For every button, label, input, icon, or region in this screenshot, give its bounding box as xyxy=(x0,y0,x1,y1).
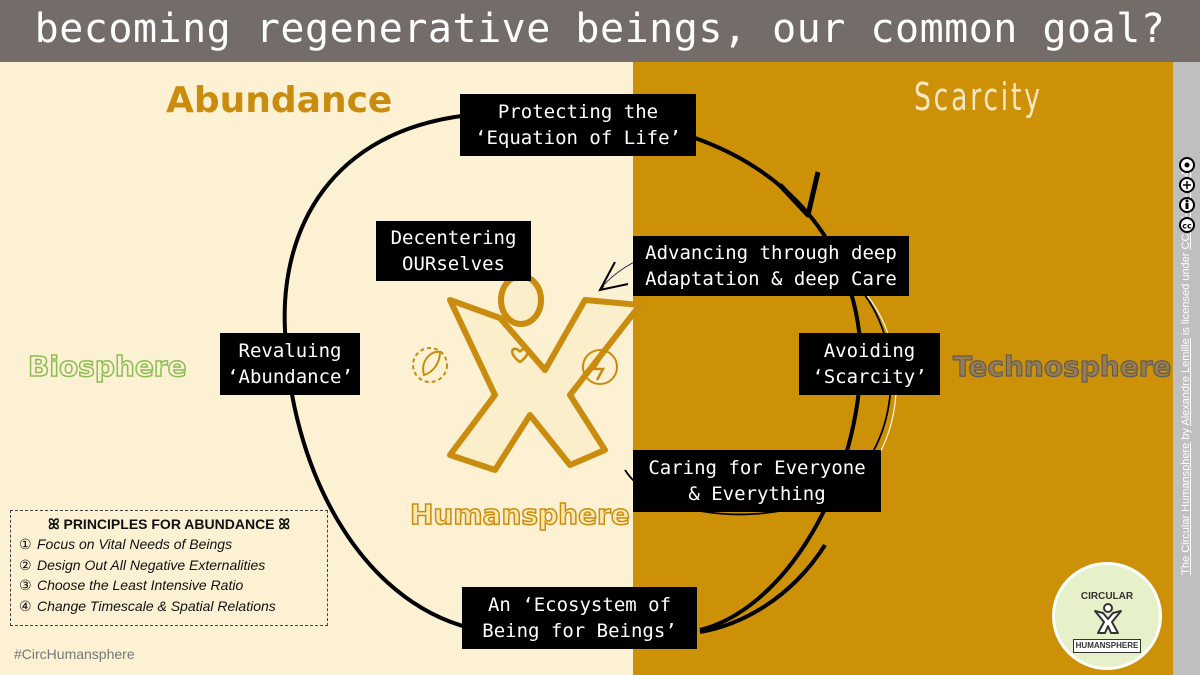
principle-item: ② Design Out All Negative Externalities xyxy=(19,555,319,576)
abundance-heading: Abundance xyxy=(166,80,393,121)
advancing-box: Advancing through deep Adaptation & deep… xyxy=(633,236,909,296)
principle-item: ④ Change Timescale & Spatial Relations xyxy=(19,596,319,617)
principle-number: ③ xyxy=(19,577,32,593)
principle-number: ① xyxy=(19,536,32,552)
leaf-icon xyxy=(412,347,448,383)
arrowhead-icon xyxy=(778,171,821,218)
principle-number: ② xyxy=(19,556,32,573)
protecting-box: Protecting the ‘Equation of Life’ xyxy=(460,94,696,156)
principle-text: Focus on Vital Needs of Beings xyxy=(37,536,233,552)
licensed-text: is licensed under xyxy=(1180,252,1192,336)
scarcity-heading: Scarcity xyxy=(914,75,1043,119)
avoiding-box: Avoiding ‘Scarcity’ xyxy=(799,333,940,395)
page-title: becoming regenerative beings, our common… xyxy=(34,6,1166,52)
decentering-box: Decentering OURselves xyxy=(376,221,531,281)
cc-license-icon: cc xyxy=(1179,157,1195,233)
ecosystem-box: An ‘Ecosystem of Being for Beings’ xyxy=(462,587,697,649)
principle-number: ④ xyxy=(19,597,32,614)
work-link[interactable]: The Circular Humansphere xyxy=(1180,442,1192,575)
principle-text: Change Timescale & Spatial Relations xyxy=(37,597,276,614)
svg-text:cc: cc xyxy=(1182,222,1192,231)
by-text: by xyxy=(1180,428,1192,440)
logo-x-icon xyxy=(1094,603,1122,634)
principles-box: ꕤ PRINCIPLES FOR ABUNDANCE ꕤ ① Focus on V… xyxy=(10,510,328,626)
technosphere-label: Technosphere xyxy=(952,349,1172,383)
inner-arrowhead-icon xyxy=(598,261,629,292)
principle-text: Choose the Least Intensive Ratio xyxy=(37,577,244,593)
title-bar: becoming regenerative beings, our common… xyxy=(0,0,1200,62)
author-link[interactable]: Alexandre Lemille xyxy=(1180,338,1192,426)
principle-item: ③ Choose the Least Intensive Ratio xyxy=(19,575,319,596)
energy-cycle-icon xyxy=(582,349,618,385)
logo-bottom-text: HUMANSPHERE xyxy=(1073,639,1141,653)
humansphere-label: Humansphere xyxy=(409,497,630,532)
cycle-diagram xyxy=(282,113,892,634)
logo-top-text: CIRCULAR xyxy=(1080,591,1134,602)
outer-cycle-arc-left xyxy=(282,113,471,630)
revaluing-box: Revaluing ‘Abundance’ xyxy=(220,333,360,395)
outer-cycle-arc-bottom-right xyxy=(699,543,827,634)
biosphere-label: Biosphere xyxy=(27,349,187,384)
principles-title: ꕤ PRINCIPLES FOR ABUNDANCE ꕤ xyxy=(47,516,291,532)
principle-text: Design Out All Negative Externalities xyxy=(37,556,266,573)
caring-box: Caring for Everyone & Everything xyxy=(633,450,881,512)
principle-item: ① Focus on Vital Needs of Beings xyxy=(19,534,319,555)
humansphere-x-figure xyxy=(447,273,643,473)
hashtag: #CircHumansphere xyxy=(14,646,135,662)
circular-humansphere-logo: CIRCULAR HUMANSPHERE xyxy=(1052,562,1162,670)
